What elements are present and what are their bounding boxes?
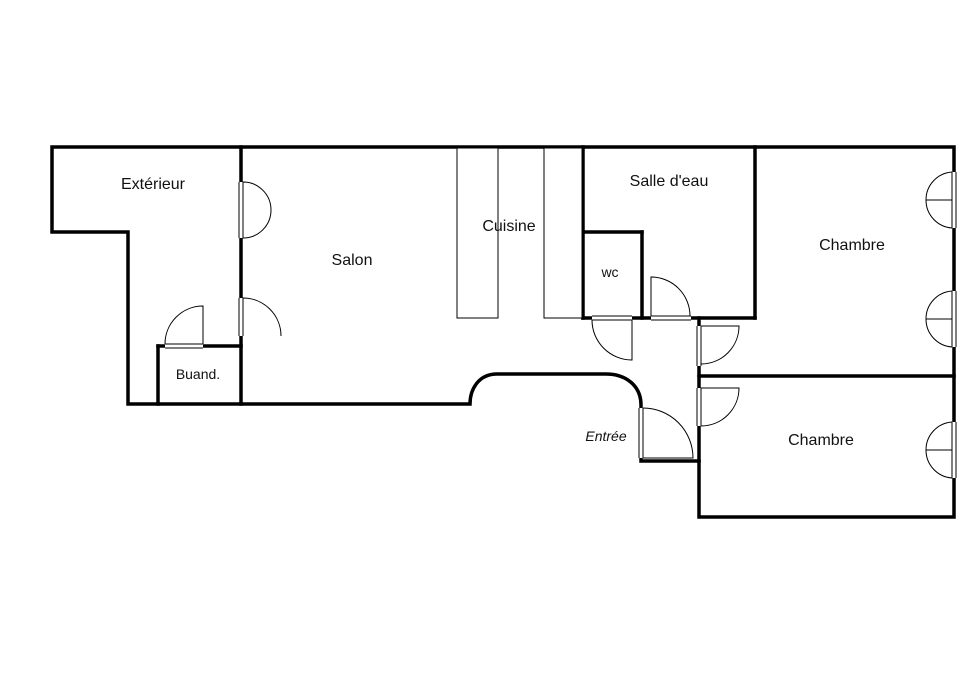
room-label-buanderie: Buand. (175, 366, 221, 382)
room-label-exterieur: Extérieur (120, 176, 186, 193)
room-label-entree: Entrée (585, 428, 627, 444)
room-label-salle-eau: Salle d'eau (629, 173, 709, 190)
room-label-wc: wc (601, 264, 619, 280)
room-label-cuisine: Cuisine (482, 218, 536, 235)
outer-walls (50, 145, 956, 519)
door-swings (164, 171, 953, 479)
room-label-chambre-2: Chambre (788, 432, 854, 449)
wall-openings (165, 172, 957, 478)
kitchen-counters (456, 147, 583, 319)
room-label-salon: Salon (331, 252, 373, 269)
room-label-chambre-1: Chambre (819, 237, 885, 254)
